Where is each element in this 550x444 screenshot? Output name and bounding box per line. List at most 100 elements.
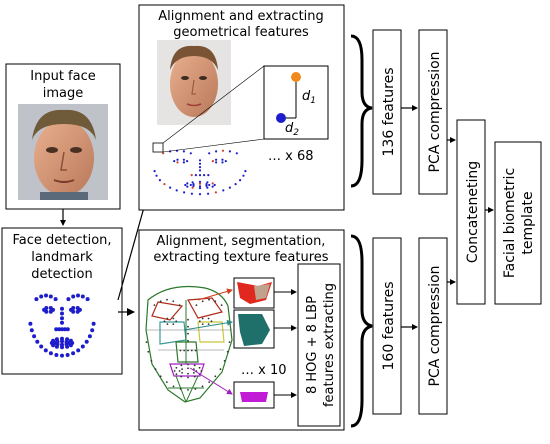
landmark-dot (85, 297, 90, 302)
hog-lbp-box (297, 263, 341, 427)
landmark-dot (54, 327, 59, 332)
landmark-dot (60, 320, 64, 325)
input-face-box: Input face image (5, 63, 121, 210)
landmark-dot (187, 325, 189, 328)
landmark-dot (172, 317, 175, 320)
landmark-dot (221, 158, 224, 161)
tex-features-box: 160 features (372, 237, 402, 415)
landmark-dot (173, 370, 176, 372)
landmark-dot (224, 160, 227, 163)
landmark-dot (223, 360, 226, 362)
landmark-dot (244, 170, 247, 173)
landmark-dot (198, 185, 202, 188)
landmark-dot (173, 160, 176, 163)
detection-title-line1: Face detection, (12, 233, 111, 248)
landmark-dot (60, 327, 64, 332)
pca-bottom-box: PCA compression (418, 237, 448, 415)
landmark-dot (228, 186, 231, 189)
detection-title-line3: detection (31, 267, 92, 282)
landmark-dot (178, 304, 181, 306)
landmark-dot (201, 317, 204, 320)
landmark-dot (187, 376, 189, 379)
landmark-dot (205, 183, 208, 186)
landmark-dot (48, 309, 53, 314)
concat-label: Concateneting (465, 161, 481, 263)
landmark-dot (190, 192, 193, 195)
landmark-dot (187, 372, 189, 375)
landmark-dot (228, 341, 231, 343)
detection-title-line2: landmark (31, 250, 93, 265)
landmark-dot (181, 372, 184, 374)
landmark-dot (211, 185, 214, 188)
landmark-dot (32, 334, 37, 339)
landmark-dot (176, 161, 179, 164)
zoom-source-box (152, 142, 164, 153)
landmark-dot (192, 183, 195, 186)
geo-features-label: 136 features (381, 67, 397, 156)
landmark-dot (228, 150, 231, 153)
landmark-dot (147, 350, 150, 353)
landmark-dot (201, 300, 204, 303)
tex-features-label: 160 features (381, 281, 397, 370)
landmark-dot (91, 321, 96, 326)
landmark-dot (186, 160, 189, 163)
landmark-dot (186, 182, 189, 185)
orange-point (291, 72, 301, 82)
landmark-dot (189, 183, 192, 187)
landmark-dot (29, 328, 34, 333)
landmark-dot (75, 309, 80, 314)
landmark-dot (221, 161, 224, 164)
landmark-dot (190, 349, 193, 352)
distance-d2-label: d2 (285, 121, 299, 138)
landmark-dot (198, 174, 202, 177)
landmark-dot (179, 349, 182, 352)
landmark-dot (211, 160, 214, 163)
landmark-dot (53, 297, 58, 302)
landmark-dot (190, 174, 193, 177)
geometric-title-line1: Alignment and extracting (158, 9, 324, 24)
landmark-dot (222, 189, 225, 192)
landmark-dot (172, 385, 175, 388)
landmark-dot (64, 339, 69, 344)
landmark-dot (80, 344, 85, 349)
landmark-dot (43, 348, 48, 353)
landmark-dot (163, 320, 166, 323)
landmark-dot (48, 294, 53, 299)
landmark-dot (162, 152, 165, 155)
template-box: Facial biometric template (494, 141, 542, 305)
input-title-line1: Input face (30, 69, 95, 84)
landmark-dot (193, 364, 196, 367)
landmark-dot (90, 328, 95, 333)
landmark-dot (182, 150, 185, 153)
landmark-dot (75, 306, 80, 310)
landmark-dot (235, 152, 238, 155)
landmark-dot (166, 323, 169, 325)
landmark-dot (211, 182, 214, 185)
landmark-dot (194, 349, 197, 352)
landmark-dot (214, 375, 217, 378)
landmark-dot (39, 344, 44, 349)
landmark-dot (208, 298, 210, 301)
landmark-dot (187, 339, 189, 342)
patch-magenta (240, 392, 268, 402)
landmark-dot (60, 306, 64, 311)
landmark-dot (184, 183, 187, 187)
landmark-dot (159, 300, 162, 303)
landmark-dot (60, 353, 64, 358)
landmark-dot (189, 152, 192, 155)
landmark-dot (198, 320, 201, 323)
landmark-dot (206, 181, 209, 184)
landmark-dot (193, 375, 196, 378)
landmark-dot (178, 370, 181, 372)
landmark-dot (183, 349, 186, 352)
landmark-dot (44, 306, 49, 310)
landmark-dot (191, 186, 194, 189)
landmark-dot (194, 388, 197, 390)
landmark-dot (198, 162, 202, 165)
landmark-dot (65, 353, 70, 357)
landmark-dot (207, 174, 210, 177)
landmark-dot (80, 294, 85, 299)
landmark-dot (214, 191, 217, 194)
landmark-dot (187, 363, 189, 366)
distance-d1-label: d1 (302, 89, 316, 106)
